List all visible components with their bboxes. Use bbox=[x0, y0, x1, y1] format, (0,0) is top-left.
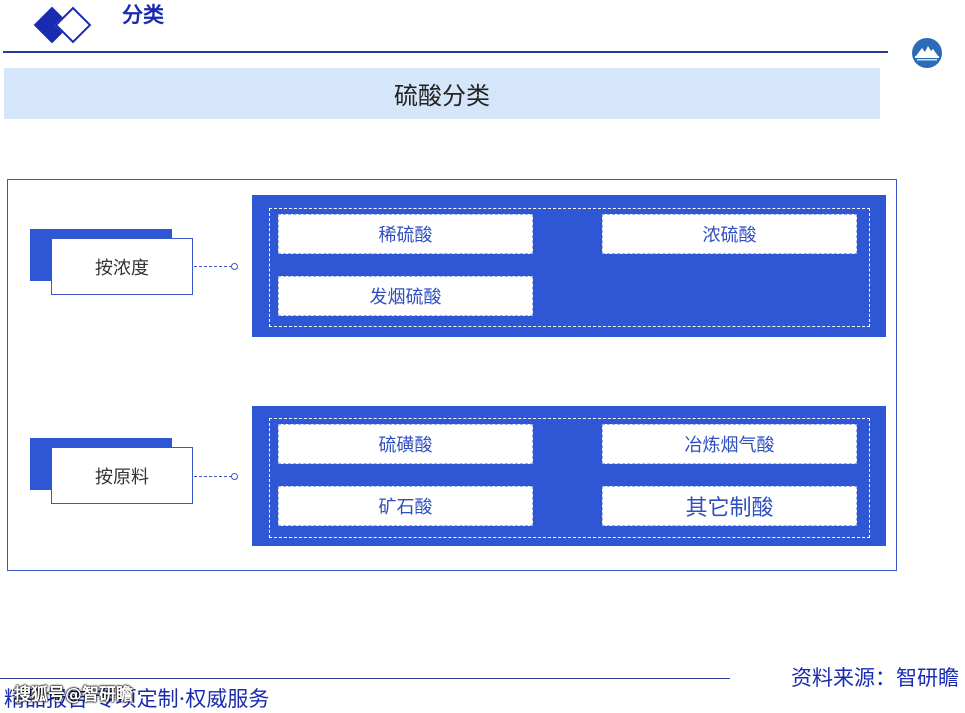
diagram-title-banner: 硫酸分类 bbox=[4, 68, 880, 119]
footer-divider bbox=[0, 678, 730, 679]
item-ore-acid: 矿石酸 bbox=[278, 486, 533, 526]
logo-icon bbox=[912, 38, 942, 68]
connector-line bbox=[194, 266, 232, 267]
category-raw-material: 按原料 bbox=[51, 447, 193, 504]
item-smelter-gas-acid: 冶炼烟气酸 bbox=[602, 424, 857, 464]
connector-line bbox=[194, 476, 232, 477]
concentration-panel-border bbox=[269, 208, 870, 327]
header-divider bbox=[3, 51, 888, 53]
item-label: 稀硫酸 bbox=[378, 225, 433, 246]
item-fuming-sulfuric-acid: 发烟硫酸 bbox=[278, 276, 533, 316]
category-label: 按浓度 bbox=[95, 257, 149, 279]
item-dilute-sulfuric-acid: 稀硫酸 bbox=[278, 214, 533, 254]
item-label: 硫磺酸 bbox=[378, 435, 433, 456]
footer-slogan: 精品报告·专项定制·权威服务 bbox=[4, 687, 270, 711]
diamond-outline-icon bbox=[54, 6, 92, 44]
raw-material-panel-border bbox=[269, 418, 870, 538]
item-sulfur-acid: 硫磺酸 bbox=[278, 424, 533, 464]
section-title: 分类 bbox=[122, 3, 164, 27]
item-other-acid: 其它制酸 bbox=[602, 486, 857, 526]
category-label: 按原料 bbox=[95, 466, 149, 488]
data-source: 资料来源：智研瞻 bbox=[791, 666, 959, 690]
item-label: 矿石酸 bbox=[378, 497, 433, 518]
diagram-title: 硫酸分类 bbox=[394, 82, 490, 110]
item-label: 浓硫酸 bbox=[702, 225, 757, 246]
connector-dot bbox=[231, 263, 238, 270]
item-label: 冶炼烟气酸 bbox=[684, 435, 775, 456]
connector-dot bbox=[231, 473, 238, 480]
item-label: 其它制酸 bbox=[685, 496, 774, 521]
watermark: 搜狐号@智研瞻 bbox=[14, 685, 133, 705]
category-concentration: 按浓度 bbox=[51, 238, 193, 295]
item-label: 发烟硫酸 bbox=[369, 287, 442, 308]
item-concentrated-sulfuric-acid: 浓硫酸 bbox=[602, 214, 857, 254]
